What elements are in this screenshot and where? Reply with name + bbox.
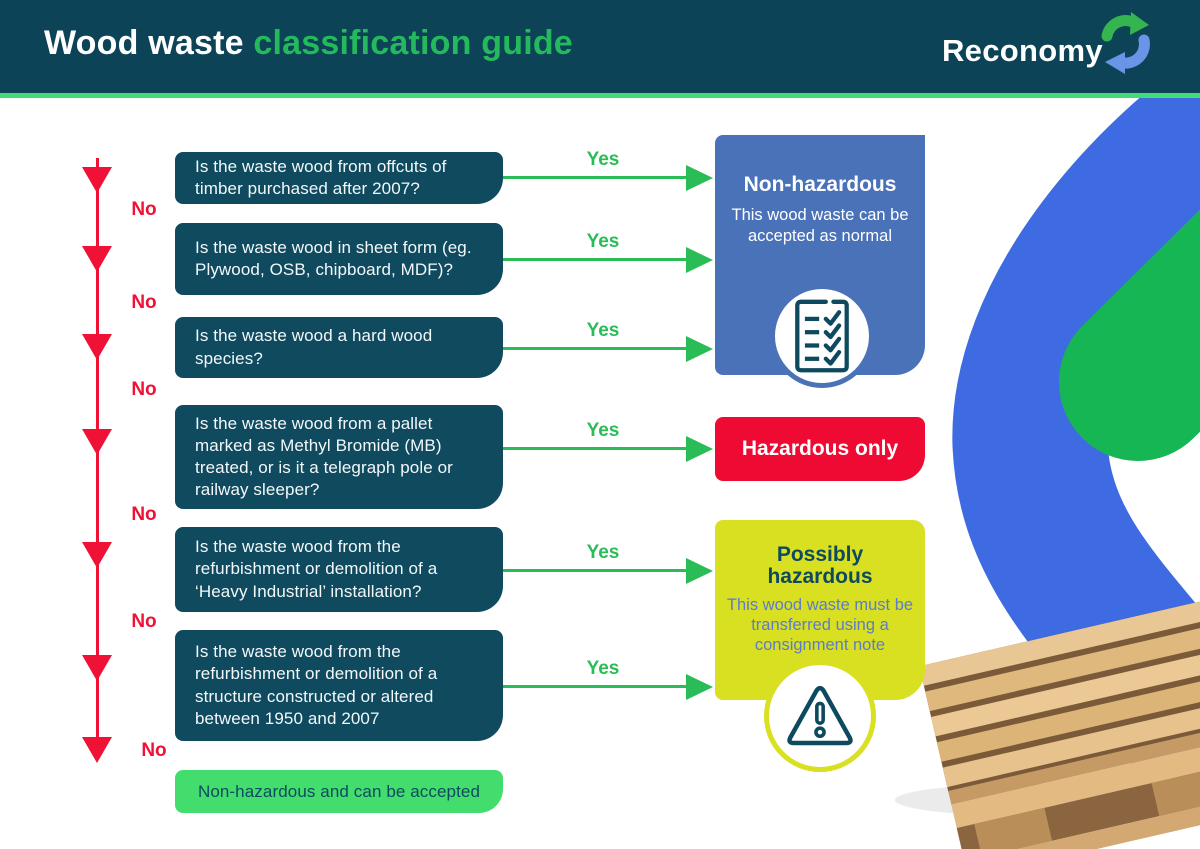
brand-name: Reconomy	[942, 33, 1103, 68]
no-arrowhead-4	[82, 429, 112, 455]
header-underline	[0, 93, 1200, 98]
question-box-5: Is the waste wood from the refurbishment…	[175, 527, 503, 612]
outcome-hazardous-only: Hazardous only	[715, 417, 925, 481]
yes-line-3	[503, 347, 688, 350]
no-arrowhead-1	[82, 167, 112, 193]
question-box-6: Is the waste wood from the refurbishment…	[175, 630, 503, 741]
question-text: Is the waste wood a hard wood species?	[195, 326, 433, 368]
warning-badge	[764, 660, 876, 772]
question-text: Is the waste wood from offcuts of timber…	[195, 156, 447, 198]
yes-arrowhead-4	[686, 436, 713, 462]
yes-line-4	[503, 447, 688, 450]
question-box-1: Is the waste wood from offcuts of timber…	[175, 152, 503, 204]
final-result-box: Non-hazardous and can be accepted	[175, 770, 503, 813]
final-result-text: Non-hazardous and can be accepted	[197, 781, 481, 801]
outcome-title: Hazardous only	[741, 437, 899, 460]
outcome-description: This wood waste can be accepted as norma…	[731, 206, 909, 245]
outcome-non-hazardous: Non-hazardous This wood waste can be acc…	[715, 135, 925, 375]
yes-label-5: Yes	[586, 542, 620, 563]
no-flow-line	[96, 158, 99, 758]
page-title: Wood waste classification guide	[44, 24, 573, 63]
no-arrowhead-5	[82, 542, 112, 568]
yes-line-5	[503, 569, 688, 572]
outcome-title: Non-hazardous	[743, 173, 897, 196]
yes-label-6: Yes	[586, 658, 620, 679]
no-label-2: No	[131, 292, 157, 313]
yes-arrowhead-1	[686, 165, 713, 191]
no-arrowhead-2	[82, 246, 112, 272]
question-text: Is the waste wood from the refurbishment…	[195, 642, 438, 728]
yes-arrowhead-5	[686, 558, 713, 584]
yes-arrowhead-6	[686, 674, 713, 700]
yes-label-2: Yes	[586, 231, 620, 252]
yes-line-6	[503, 685, 688, 688]
question-text: Is the waste wood from a pallet marked a…	[195, 413, 453, 500]
question-text: Is the waste wood from the refurbishment…	[195, 537, 438, 601]
outcome-description: This wood waste must be transferred usin…	[726, 596, 914, 655]
brand-logo: Reconomy	[942, 12, 1155, 76]
question-box-3: Is the waste wood a hard wood species?	[175, 317, 503, 378]
page-title-primary: Wood waste	[44, 24, 244, 62]
pallet-image	[919, 558, 1200, 849]
yes-line-2	[503, 258, 688, 261]
recycle-arrows-icon	[1101, 12, 1150, 74]
yes-label-1: Yes	[586, 149, 620, 170]
yes-line-1	[503, 176, 688, 179]
no-label-5: No	[131, 611, 157, 632]
no-label-3: No	[131, 379, 157, 400]
warning-icon	[787, 685, 853, 746]
yes-arrowhead-2	[686, 247, 713, 273]
question-text: Is the waste wood in sheet form (eg. Ply…	[195, 237, 472, 279]
no-arrowhead-3	[82, 334, 112, 360]
no-label-6: No	[141, 740, 167, 761]
header-bar: Wood waste classification guide Reconomy	[0, 0, 1200, 93]
question-box-4: Is the waste wood from a pallet marked a…	[175, 405, 503, 509]
pallet-shadow	[895, 784, 1155, 816]
yes-label-3: Yes	[586, 320, 620, 341]
yes-label-4: Yes	[586, 420, 620, 441]
checklist-icon	[795, 299, 849, 373]
yes-arrowhead-3	[686, 336, 713, 362]
swoosh-green-ribbon	[1059, 209, 1200, 461]
checklist-badge	[770, 284, 874, 388]
no-arrowhead-7	[82, 737, 112, 763]
outcome-title: Possibly hazardous	[767, 543, 873, 589]
no-label-1: No	[131, 199, 157, 220]
page-title-accent: classification guide	[253, 24, 573, 62]
no-arrowhead-6	[82, 655, 112, 681]
question-box-2: Is the waste wood in sheet form (eg. Ply…	[175, 223, 503, 295]
swoosh-blue-ribbon	[952, 49, 1200, 778]
no-label-4: No	[131, 504, 157, 525]
